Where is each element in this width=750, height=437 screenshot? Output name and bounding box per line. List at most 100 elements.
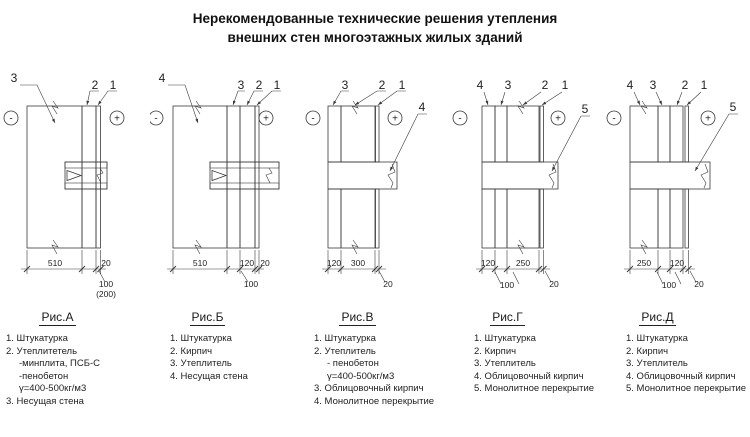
dim-plaster: 20 bbox=[549, 279, 559, 289]
figure-g-caption: Рис.Г bbox=[490, 310, 525, 326]
leader-1 bbox=[377, 90, 406, 106]
plus-circle bbox=[258, 110, 274, 126]
callout-4: 4 bbox=[627, 78, 634, 92]
figure-d-caption: Рис.Д bbox=[639, 310, 676, 326]
break-mark bbox=[387, 163, 396, 189]
callout-2: 2 bbox=[256, 78, 263, 92]
leader-2 bbox=[676, 91, 683, 106]
legend-item: 3. Несущая стена bbox=[6, 395, 84, 407]
leader-1 bbox=[541, 91, 563, 106]
legend-item: 1. Штукатурка bbox=[474, 333, 536, 344]
leader-5 bbox=[551, 115, 590, 172]
wall-lower bbox=[481, 188, 544, 249]
leader-3 bbox=[20, 84, 56, 124]
dimension-group: 250 120 100 20 bbox=[624, 250, 704, 290]
facing-brick-layer bbox=[669, 188, 684, 249]
plus-circle bbox=[700, 110, 716, 126]
figure-d-legend: 1. Штукатурка 2. Кирпич 3. Утеплитель 4.… bbox=[600, 333, 750, 396]
dim-plaster: 20 bbox=[694, 279, 704, 289]
dim-insulation: 100 bbox=[662, 280, 676, 290]
brick-layer bbox=[629, 188, 659, 249]
dim-insulation: 300 bbox=[351, 258, 365, 268]
callout-3: 3 bbox=[650, 78, 657, 92]
floor-slab bbox=[481, 161, 559, 190]
plaster-layer bbox=[375, 188, 380, 249]
leader-4 bbox=[168, 84, 199, 124]
callout-4: 4 bbox=[419, 100, 426, 114]
page-title: Нерекомендованные технические решения ут… bbox=[0, 0, 750, 47]
title-line1: Нерекомендованные технические решения ут… bbox=[192, 11, 558, 26]
callout-2: 2 bbox=[379, 78, 386, 92]
insulation-layer bbox=[340, 105, 376, 163]
minus-circle bbox=[452, 110, 468, 126]
callout-3: 3 bbox=[342, 78, 349, 92]
legend-item: 2. Утеплитель bbox=[314, 345, 376, 357]
plus-sign: + bbox=[263, 114, 269, 125]
floor-slab bbox=[327, 161, 398, 190]
dim-facing: 120 bbox=[327, 258, 341, 268]
load-bearing-wall bbox=[26, 105, 83, 249]
brick-layer bbox=[239, 105, 256, 249]
floor-slab bbox=[629, 161, 711, 190]
plus-sign: + bbox=[555, 114, 561, 125]
dim-insulation: 100 bbox=[99, 279, 113, 289]
insulation-layer bbox=[657, 105, 671, 163]
legend-item: -пенобетон bbox=[19, 370, 69, 382]
title-line2: внешних стен многоэтажных жилых зданий bbox=[227, 30, 523, 45]
leader-3 bbox=[332, 90, 349, 106]
callout-1: 1 bbox=[110, 78, 117, 92]
embedded-duct bbox=[64, 161, 108, 190]
dimension-group: 510 20 100 (200) bbox=[21, 250, 116, 299]
facing-brick-layer bbox=[669, 105, 684, 163]
leader-4 bbox=[633, 91, 641, 106]
break-mark-top bbox=[640, 100, 648, 115]
facing-brick-layer bbox=[327, 105, 342, 163]
break-mark bbox=[548, 163, 557, 189]
figure-v-legend: 1. Штукатурка 2. Утеплитель - пенобетон … bbox=[300, 333, 450, 408]
leader-3 bbox=[500, 91, 506, 106]
legend-item: 3. Утеплитель bbox=[626, 358, 688, 369]
insulation-layer bbox=[657, 188, 671, 249]
break-mark bbox=[265, 167, 273, 184]
dim-wall: 510 bbox=[48, 258, 62, 268]
legend-item: 2. Кирпич bbox=[170, 345, 213, 357]
callout-3: 3 bbox=[11, 71, 18, 85]
legend-item: 1. Штукатурка bbox=[626, 333, 688, 344]
figure-a-drawing: 3 2 1 - + 510 20 100 (200) bbox=[3, 71, 125, 299]
brick-layer bbox=[506, 188, 540, 249]
legend-item: 1. Штукатурка bbox=[314, 333, 376, 344]
break-mark-top bbox=[517, 100, 525, 115]
plaster-layer bbox=[254, 105, 260, 249]
figure-b: 4 3 2 1 - + 510 120 20 bbox=[150, 61, 300, 408]
minus-circle bbox=[3, 110, 19, 126]
legend-item: γ=400-500кг/м3 bbox=[19, 383, 87, 394]
minus-sign: - bbox=[311, 114, 314, 125]
break-mark bbox=[700, 163, 709, 189]
break-mark-bottom bbox=[517, 239, 525, 255]
legend-item: 2. Кирпич bbox=[474, 345, 517, 357]
brick-layer bbox=[629, 105, 659, 163]
dim-brick: 250 bbox=[637, 258, 651, 268]
legend-item: γ=400-500кг/м3 bbox=[327, 370, 395, 382]
leader-3 bbox=[232, 90, 245, 106]
figure-b-legend: 1. Штукатурка 2. Кирпич 3. Утеплитель 4.… bbox=[150, 333, 300, 383]
dim-insulation: 100 bbox=[244, 279, 258, 289]
legend-item: 4. Монолитное перекрытие bbox=[314, 395, 435, 407]
minus-sign: - bbox=[9, 114, 12, 125]
dim-wall: 510 bbox=[193, 258, 207, 268]
plaster-layer bbox=[375, 105, 380, 163]
plus-sign: + bbox=[114, 114, 120, 125]
leader-4 bbox=[389, 113, 427, 172]
leader-5 bbox=[694, 113, 738, 172]
dim-brick: 120 bbox=[240, 258, 254, 268]
leader-2 bbox=[522, 91, 542, 106]
legend-item: 4. Несущая стена bbox=[170, 370, 248, 382]
break-mark-top bbox=[194, 100, 202, 115]
insulation-layer bbox=[494, 105, 508, 163]
callout-5: 5 bbox=[582, 102, 589, 116]
wall-upper bbox=[327, 105, 380, 163]
plaster-layer bbox=[539, 105, 544, 163]
leader-4 bbox=[483, 91, 489, 106]
legend-item: 5. Монолитное перекрытие bbox=[626, 383, 747, 394]
